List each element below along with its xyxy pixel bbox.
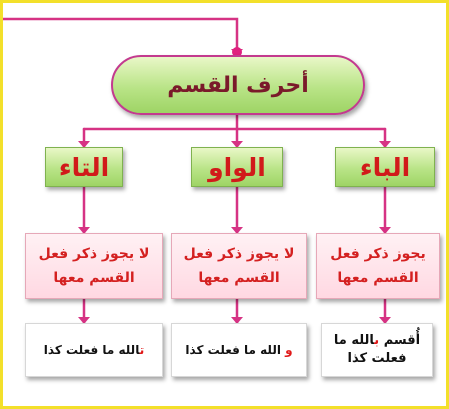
top-connector — [3, 17, 239, 57]
arrowhead — [231, 227, 243, 234]
arrowhead — [231, 141, 243, 148]
rule-waw: لا يجوز ذكر فعل القسم معها — [171, 233, 307, 299]
arrowhead — [379, 227, 391, 234]
example-waw-post: الله ما فعلت كذا — [185, 343, 286, 357]
example-ta-text: تالله ما فعلت كذا — [44, 341, 144, 359]
example-ba-text: أُقسم بالله ما فعلت كذا — [326, 332, 428, 368]
arrowhead — [78, 317, 90, 324]
arrowhead — [379, 141, 391, 148]
category-ba: الباء — [335, 147, 435, 187]
arrowhead — [379, 317, 391, 324]
example-ta: تالله ما فعلت كذا — [25, 323, 163, 377]
example-ba-accent: ب — [374, 333, 380, 348]
category-ba-label: الباء — [359, 152, 411, 182]
rule-waw-text: لا يجوز ذكر فعل القسم معها — [183, 246, 295, 286]
category-waw-label: الواو — [208, 152, 266, 182]
rule-ba: يجوز ذكر فعل القسم معها — [316, 233, 440, 299]
example-ba-post: الله ما فعلت كذا — [333, 333, 407, 366]
root-title-text: أحرف القسم — [167, 72, 309, 98]
example-ta-accent: ت — [139, 343, 145, 357]
example-waw: و الله ما فعلت كذا — [171, 323, 307, 377]
example-waw-text: و الله ما فعلت كذا — [185, 341, 292, 359]
example-ba-pre: أُقسم — [379, 333, 421, 348]
category-waw: الواو — [191, 147, 283, 187]
arrowhead — [78, 141, 90, 148]
example-waw-accent: و — [285, 343, 293, 357]
rule-ta-text: لا يجوز ذكر فعل القسم معها — [38, 246, 150, 286]
junction-dot — [232, 47, 242, 57]
rule-ta: لا يجوز ذكر فعل القسم معها — [25, 233, 163, 299]
root-title: أحرف القسم — [111, 55, 365, 115]
example-ba: أُقسم بالله ما فعلت كذا — [321, 323, 433, 377]
category-ta: التاء — [45, 147, 123, 187]
rule-ba-text: يجوز ذكر فعل القسم معها — [330, 246, 426, 286]
arrowhead — [231, 317, 243, 324]
arrowhead — [78, 227, 90, 234]
example-ta-post: الله ما فعلت كذا — [43, 343, 140, 357]
category-ta-label: التاء — [58, 152, 110, 182]
